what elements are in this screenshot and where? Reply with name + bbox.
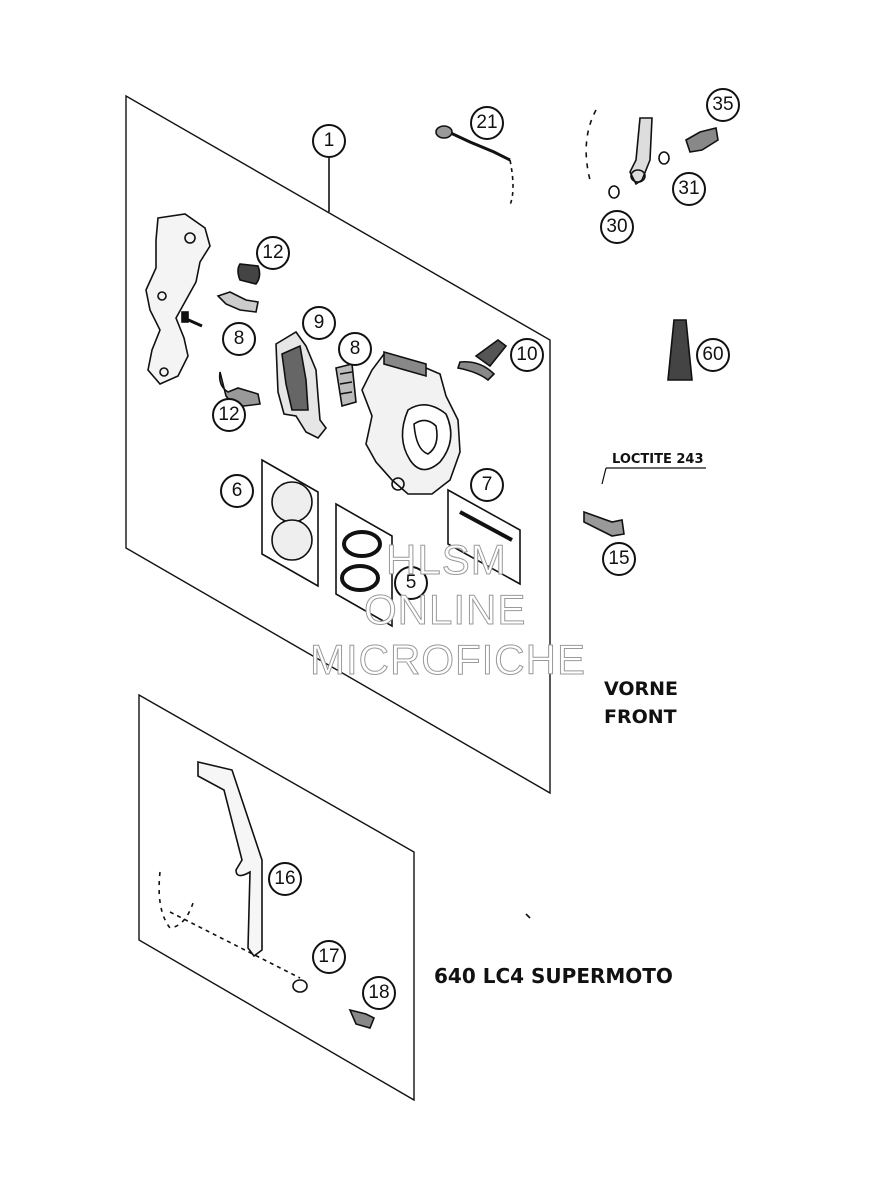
callout-1: 1 — [312, 124, 346, 158]
callout-12-bottom: 12 — [212, 398, 246, 432]
callout-8-left: 8 — [222, 322, 256, 356]
supermoto-kit-panel — [138, 693, 415, 1102]
callout-8-right: 8 — [338, 332, 372, 366]
watermark-line-2: ONLINE — [363, 586, 527, 634]
watermark-line-1: HLSM — [386, 536, 507, 584]
caliper-bracket — [145, 213, 211, 385]
watermark-line-3: MICROFICHE — [310, 636, 586, 684]
callout-31: 31 — [672, 172, 706, 206]
washer-bolt — [348, 1008, 376, 1029]
callout-10: 10 — [510, 338, 544, 372]
screw — [583, 510, 625, 537]
region-label-vorne: VORNE — [604, 678, 679, 700]
banjo-fitting — [629, 117, 653, 186]
main-kit-panel — [125, 94, 551, 795]
loctite-label: LOCTITE 243 — [612, 452, 704, 467]
callout-35: 35 — [706, 88, 740, 122]
callout-15: 15 — [602, 542, 636, 576]
supermoto-bracket — [197, 760, 263, 958]
banjo-bolt — [685, 127, 719, 153]
brake-hose — [439, 126, 511, 162]
pad-spring-top — [216, 291, 259, 313]
callout-7: 7 — [470, 468, 504, 502]
pin-kit-card — [447, 488, 521, 586]
piston-kit-card — [261, 458, 319, 588]
callout-17: 17 — [312, 940, 346, 974]
callout-21: 21 — [470, 106, 504, 140]
callout-12-top: 12 — [256, 236, 290, 270]
region-label-front: FRONT — [604, 706, 677, 728]
callout-60: 60 — [696, 338, 730, 372]
bushing-top — [237, 263, 261, 285]
model-label: 640 LC4 SUPERMOTO — [434, 964, 673, 988]
callout-9: 9 — [302, 306, 336, 340]
assembly-tube — [667, 319, 693, 381]
callout-16: 16 — [268, 862, 302, 896]
bleed-nipple — [474, 339, 508, 368]
seal-kit-card — [335, 502, 393, 628]
callout-18: 18 — [362, 976, 396, 1010]
callout-5: 5 — [394, 566, 428, 600]
callout-30: 30 — [600, 210, 634, 244]
callout-6: 6 — [220, 474, 254, 508]
pad-spring-right — [335, 363, 357, 408]
